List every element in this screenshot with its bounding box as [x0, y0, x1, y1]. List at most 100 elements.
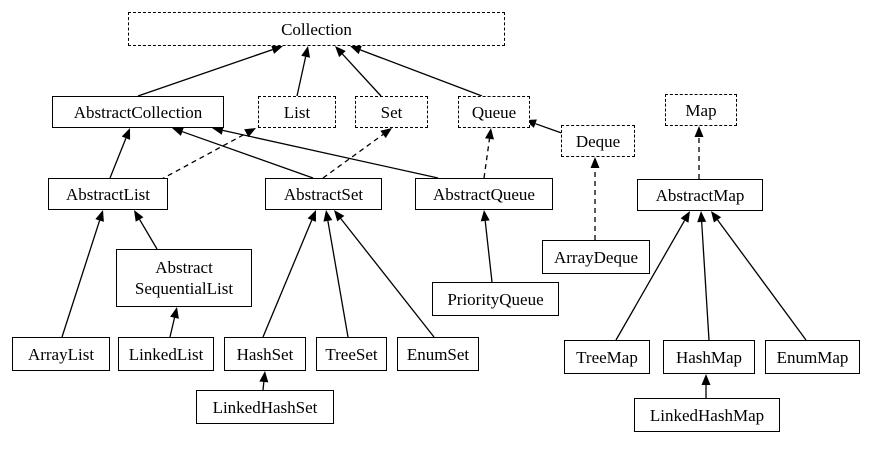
- node-label: AbstractCollection: [73, 102, 203, 122]
- edge-array-deque-to-deque: [590, 157, 600, 240]
- arrowhead: [590, 157, 600, 168]
- edge-abstract-set-to-set: [322, 128, 392, 179]
- edge-abstract-list-to-abstract-collection: [109, 128, 131, 179]
- edge-line: [340, 218, 435, 338]
- edge-abstract-sequential-list-to-abstract-list: [134, 210, 158, 250]
- node-collection: Collection: [128, 12, 505, 46]
- arrowhead: [244, 128, 256, 138]
- node-tree-set: TreeSet: [316, 337, 387, 371]
- node-hash-map: HashMap: [663, 340, 755, 374]
- arrowhead: [350, 45, 362, 55]
- edge-linked-hash-set-to-hash-set: [259, 371, 269, 391]
- edge-line: [262, 381, 265, 391]
- edge-abstract-queue-to-queue: [483, 128, 494, 179]
- edge-abstract-queue-to-abstract-collection: [212, 125, 439, 179]
- node-label: ArrayDeque: [553, 247, 638, 267]
- arrowhead: [335, 46, 346, 58]
- arrowhead: [212, 125, 224, 135]
- arrowhead: [301, 46, 311, 58]
- node-label-line-1: Abstract: [155, 258, 213, 277]
- edge-set-to-collection: [335, 46, 382, 97]
- edge-hash-set-to-abstract-set: [262, 210, 316, 338]
- arrowhead: [694, 126, 704, 137]
- node-label: HashMap: [675, 347, 743, 367]
- edge-array-list-to-abstract-list: [61, 210, 104, 338]
- arrowhead: [480, 210, 490, 222]
- node-label: List: [283, 102, 311, 122]
- node-label: Collection: [281, 19, 352, 39]
- node-linked-hash-set: LinkedHashSet: [196, 390, 334, 424]
- node-map: Map: [665, 94, 737, 126]
- node-label: AbstractList: [65, 184, 151, 204]
- node-label: PriorityQueue: [447, 289, 544, 309]
- arrowhead: [485, 128, 494, 140]
- node-set: Set: [355, 96, 428, 128]
- edge-line: [322, 133, 384, 179]
- edge-line: [360, 49, 483, 97]
- node-label: LinkedList: [128, 344, 204, 364]
- arrowhead: [134, 210, 144, 222]
- node-label-line-2: SequentialList: [134, 279, 234, 298]
- node-array-deque: ArrayDeque: [542, 240, 650, 274]
- arrowhead: [697, 211, 707, 223]
- edge-line: [296, 56, 307, 97]
- arrowhead: [701, 374, 711, 385]
- edge-line: [139, 219, 158, 250]
- edge-line: [109, 137, 127, 179]
- arrowhead: [680, 211, 690, 223]
- node-label: HashSet: [236, 344, 294, 364]
- edge-line: [262, 219, 313, 338]
- edge-abstract-collection-to-collection: [137, 45, 283, 97]
- edge-linked-hash-map-to-hash-map: [701, 374, 711, 398]
- edge-priority-queue-to-abstract-queue: [480, 210, 493, 283]
- edge-list-to-collection: [296, 46, 311, 97]
- node-deque: Deque: [561, 125, 635, 157]
- edge-abstract-list-to-list: [159, 128, 256, 181]
- edge-line: [327, 220, 349, 338]
- edge-line: [182, 131, 314, 179]
- edge-tree-map-to-abstract-map: [615, 211, 690, 341]
- node-label: AbstractMap: [655, 185, 745, 205]
- node-queue: Queue: [458, 96, 530, 128]
- node-linked-list: LinkedList: [118, 337, 214, 371]
- node-label: Queue: [471, 102, 517, 122]
- node-label: TreeMap: [576, 347, 638, 367]
- node-array-list: ArrayList: [12, 337, 110, 371]
- node-label: EnumMap: [776, 347, 849, 367]
- arrowhead: [323, 210, 333, 222]
- node-list: List: [258, 96, 336, 128]
- edge-tree-set-to-abstract-set: [323, 210, 349, 338]
- node-enum-set: EnumSet: [397, 337, 479, 371]
- node-abstract-map: AbstractMap: [637, 179, 763, 211]
- edge-line: [159, 132, 247, 181]
- edge-queue-to-collection: [350, 45, 483, 97]
- node-hash-set: HashSet: [224, 337, 306, 371]
- edge-hash-map-to-abstract-map: [697, 211, 710, 341]
- edge-abstract-map-to-map: [694, 126, 704, 179]
- node-label: Set: [380, 102, 403, 122]
- arrowhead: [259, 371, 269, 383]
- arrowhead: [95, 210, 104, 222]
- node-abstract-set: AbstractSet: [265, 178, 382, 210]
- node-label: LinkedHashMap: [649, 405, 765, 425]
- edge-line: [222, 129, 439, 179]
- arrowhead: [271, 45, 283, 54]
- edge-line: [169, 317, 176, 338]
- edge-enum-set-to-abstract-set: [334, 210, 435, 338]
- edge-line: [341, 53, 382, 97]
- node-label: LinkedHashSet: [212, 397, 318, 417]
- edge-line: [615, 220, 686, 341]
- node-label: ArrayList: [27, 344, 95, 364]
- node-abstract-list: AbstractList: [48, 178, 168, 210]
- edge-line: [61, 220, 101, 338]
- node-enum-map: EnumMap: [765, 340, 860, 374]
- node-abstract-queue: AbstractQueue: [415, 178, 553, 210]
- edge-linked-list-to-abstract-sequential-list: [169, 307, 179, 338]
- node-abstract-collection: AbstractCollection: [52, 96, 224, 128]
- arrowhead: [170, 307, 179, 319]
- edge-line: [701, 221, 710, 341]
- node-label: TreeSet: [325, 344, 378, 364]
- node-label: EnumSet: [406, 344, 470, 364]
- arrowhead: [334, 210, 345, 222]
